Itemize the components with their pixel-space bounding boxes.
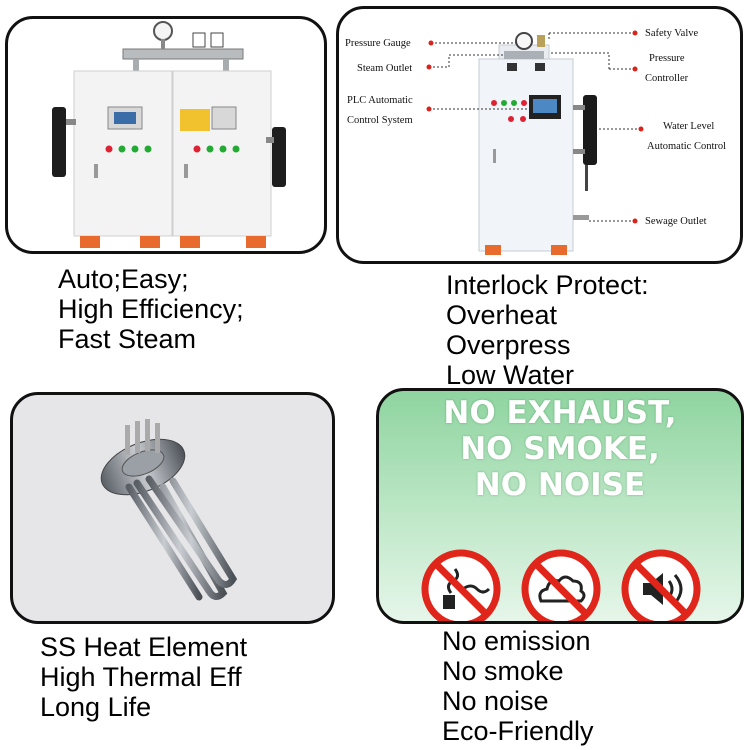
caption-line: No emission (442, 626, 591, 656)
label-pressure-line1: Pressure (649, 53, 685, 64)
heat-element-panel (10, 392, 335, 624)
label-steam-outlet: Steam Outlet (357, 63, 412, 74)
caption-line: Overpress (446, 330, 571, 360)
caption-line: Interlock Protect: (446, 270, 649, 300)
label-sewage-outlet: Sewage Outlet (645, 216, 707, 227)
boiler-diagram-panel: Pressure Gauge Steam Outlet PLC Automati… (336, 6, 743, 264)
caption-line: High Thermal Eff (40, 662, 242, 692)
caption-line: No noise (442, 686, 549, 716)
label-plc-line1: PLC Automatic (347, 95, 413, 106)
label-plc-line2: Control System (347, 115, 413, 126)
caption-line: SS Heat Element (40, 632, 248, 662)
caption-line: Fast Steam (58, 324, 197, 354)
interlock-caption: Interlock Protect: Overheat Overpress Lo… (446, 270, 649, 390)
no-smoke-icon (521, 549, 601, 621)
label-safety-valve: Safety Valve (645, 28, 699, 39)
eco-headline-line: NO EXHAUST, (443, 395, 677, 431)
caption-line: No smoke (442, 656, 564, 686)
no-noise-icon (621, 549, 701, 621)
label-water-line1: Water Level (663, 121, 714, 132)
heat-element-caption: SS Heat Element High Thermal Eff Long Li… (40, 632, 247, 722)
heat-element-illustration (100, 419, 238, 601)
caption-line: High Efficiency; (58, 294, 244, 324)
eco-headline-line: NO SMOKE, (460, 431, 660, 467)
boiler-diagram-illustration: Pressure Gauge Steam Outlet PLC Automati… (345, 28, 726, 255)
caption-line: Long Life (40, 692, 152, 722)
label-water-line2: Automatic Control (647, 141, 726, 152)
eco-headline-line: NO NOISE (474, 467, 646, 503)
eco-caption: No emission No smoke No noise Eco-Friend… (442, 626, 594, 746)
caption-line: Eco-Friendly (442, 716, 594, 746)
boiler-features-caption: Auto;Easy; High Efficiency; Fast Steam (58, 264, 244, 354)
label-pressure-gauge: Pressure Gauge (345, 38, 411, 49)
caption-line: Auto;Easy; (58, 264, 189, 294)
boiler-front-illustration (52, 21, 286, 248)
boiler-front-panel (5, 16, 327, 254)
caption-line: Overheat (446, 300, 558, 330)
eco-panel: NO EXHAUST, NO SMOKE, NO NOISE (376, 388, 744, 624)
no-exhaust-icon (421, 549, 501, 621)
label-pressure-line2: Controller (645, 73, 689, 84)
caption-line: Low Water (446, 360, 575, 390)
